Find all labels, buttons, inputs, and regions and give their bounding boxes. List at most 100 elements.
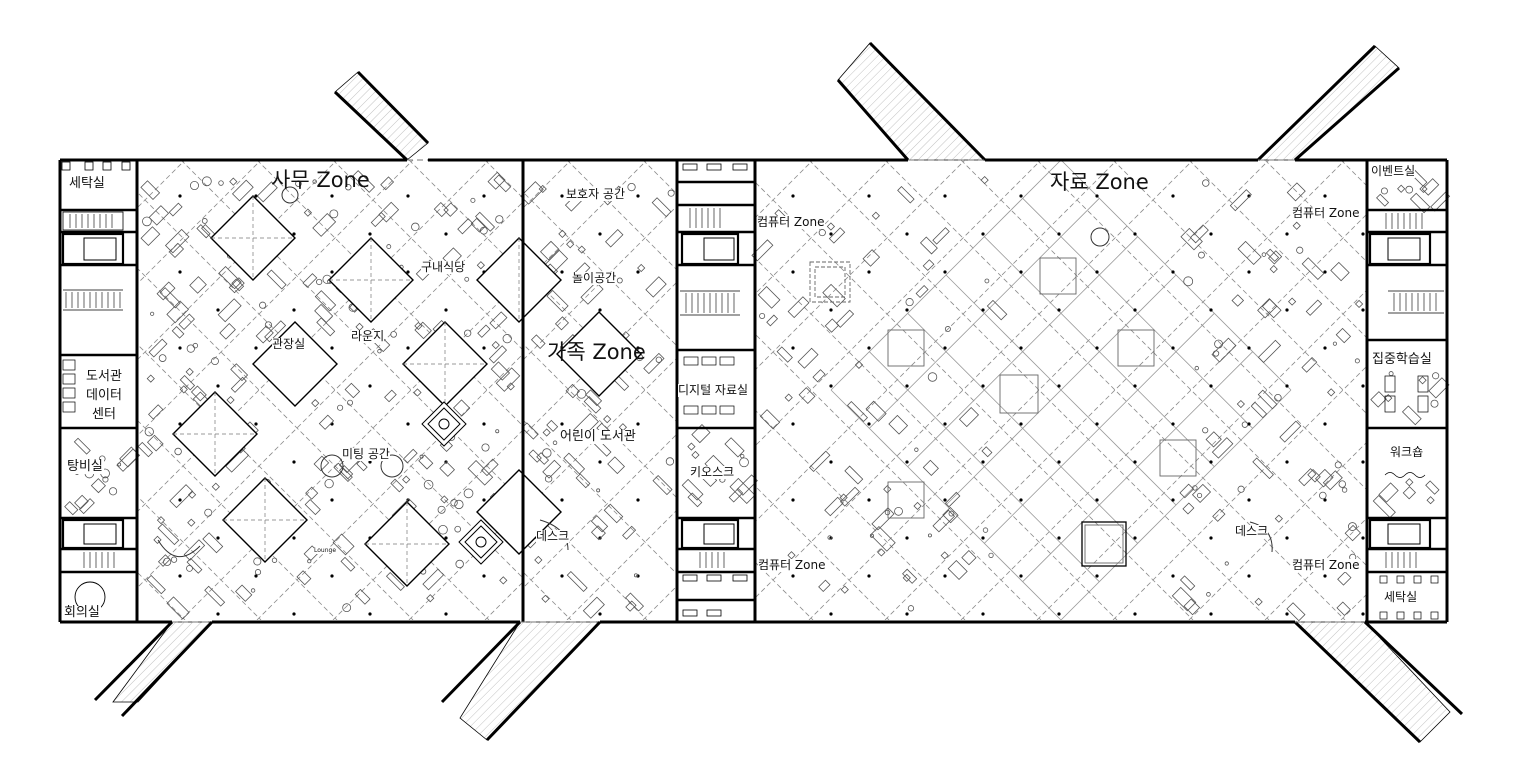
room-computer-zone-3: 컴퓨터 Zone — [1292, 206, 1360, 220]
furniture-table — [521, 422, 539, 440]
furniture-table — [919, 236, 938, 255]
furniture-table — [1428, 377, 1450, 399]
room-diamond-dividers — [173, 196, 520, 586]
furniture-table — [230, 376, 247, 393]
grid-line — [1112, 160, 1367, 415]
furniture-table — [687, 492, 703, 508]
furniture-table — [146, 434, 164, 452]
grid-node — [1171, 346, 1175, 350]
grid-node — [829, 612, 833, 616]
furniture-stool — [826, 222, 836, 231]
furniture-chair — [1202, 427, 1209, 434]
furniture-table — [1250, 401, 1268, 419]
furniture-table — [202, 532, 224, 554]
furniture-table — [1322, 470, 1343, 491]
furniture-table — [148, 338, 168, 358]
furniture-table — [166, 300, 189, 324]
grid-node — [791, 422, 795, 426]
furniture-chair — [324, 478, 334, 489]
furniture-table — [302, 273, 318, 288]
furniture-stool — [558, 229, 567, 239]
grid-node — [867, 270, 871, 274]
furniture-table — [314, 290, 337, 312]
furniture-table — [1180, 227, 1203, 251]
grid-node — [1323, 194, 1327, 198]
furniture-chair — [316, 278, 323, 286]
room-computer-zone-2: 컴퓨터 Zone — [758, 558, 826, 572]
furniture-table — [961, 550, 977, 566]
furniture-chair — [454, 525, 462, 533]
furniture-chair — [927, 372, 938, 382]
furniture-stool — [414, 321, 423, 331]
furniture-table — [183, 539, 206, 561]
grid-node — [1057, 612, 1061, 616]
room-lounge: 라운지 — [351, 329, 385, 343]
furniture-stool — [871, 211, 880, 220]
grid-node — [1247, 422, 1251, 426]
furniture-stool — [1288, 297, 1297, 306]
furniture-chair — [1430, 399, 1439, 408]
furniture-table — [178, 313, 195, 331]
room-cafeteria: 구내식당 — [421, 260, 466, 274]
furniture-chair — [596, 488, 601, 493]
furniture-chair — [984, 278, 990, 284]
furniture-chair — [1341, 487, 1348, 493]
furniture-stool — [913, 501, 922, 511]
furniture-chair — [437, 505, 446, 514]
furniture-chair — [884, 509, 891, 516]
room-workshop: 워크숍 — [1390, 445, 1424, 459]
room-laundry-left: 세탁실 — [68, 176, 106, 191]
furniture-table — [1372, 495, 1396, 519]
grid-node — [905, 384, 909, 388]
furniture-table — [318, 414, 335, 430]
grid-node — [981, 460, 985, 464]
furniture-table — [1179, 575, 1196, 591]
furniture-chair — [250, 588, 256, 593]
grid-node — [905, 460, 909, 464]
furniture-chair — [1212, 350, 1220, 357]
grid-node — [444, 308, 448, 312]
material-central-grid — [830, 160, 1292, 620]
furniture-table — [157, 523, 180, 546]
grid-line — [1417, 160, 1514, 620]
furniture-chair — [495, 429, 500, 434]
grid-node — [1361, 384, 1365, 388]
furniture-chair — [390, 331, 397, 338]
middle-service-strip — [675, 160, 757, 622]
furniture-chair — [1202, 179, 1210, 187]
room-desk-center: 데스크 — [536, 529, 570, 543]
furniture-table — [340, 556, 356, 572]
grid-node — [1247, 498, 1251, 502]
grid-line — [523, 571, 572, 620]
grid-node — [1285, 384, 1289, 388]
furniture-chair — [201, 218, 208, 224]
grid-node — [905, 232, 909, 236]
grid-node — [791, 270, 795, 274]
grid-node — [330, 346, 334, 350]
furniture-chair — [254, 569, 262, 576]
furniture-table — [902, 568, 918, 584]
furniture-stool — [179, 385, 188, 394]
grid-node — [368, 232, 372, 236]
furniture-table — [643, 352, 665, 375]
furniture-stool — [476, 261, 485, 270]
furniture-table — [1286, 182, 1306, 202]
grid-node — [598, 308, 602, 312]
grid-node — [636, 422, 640, 426]
furniture-chair — [204, 508, 213, 517]
furniture-chair — [438, 524, 448, 535]
grid-node — [867, 422, 871, 426]
grid-node — [598, 460, 602, 464]
furniture-table — [217, 298, 242, 323]
furniture-table — [605, 229, 624, 248]
grid-node — [178, 422, 182, 426]
furniture-stool — [1292, 221, 1301, 230]
furniture-chair — [142, 216, 152, 227]
furniture-table — [1257, 389, 1278, 410]
grid-node — [1285, 232, 1289, 236]
furniture-chair — [1261, 252, 1267, 257]
furniture-chair — [818, 229, 826, 237]
room-conference: 회의실 — [63, 605, 101, 620]
furniture-chair — [411, 222, 420, 232]
grid-node — [829, 384, 833, 388]
